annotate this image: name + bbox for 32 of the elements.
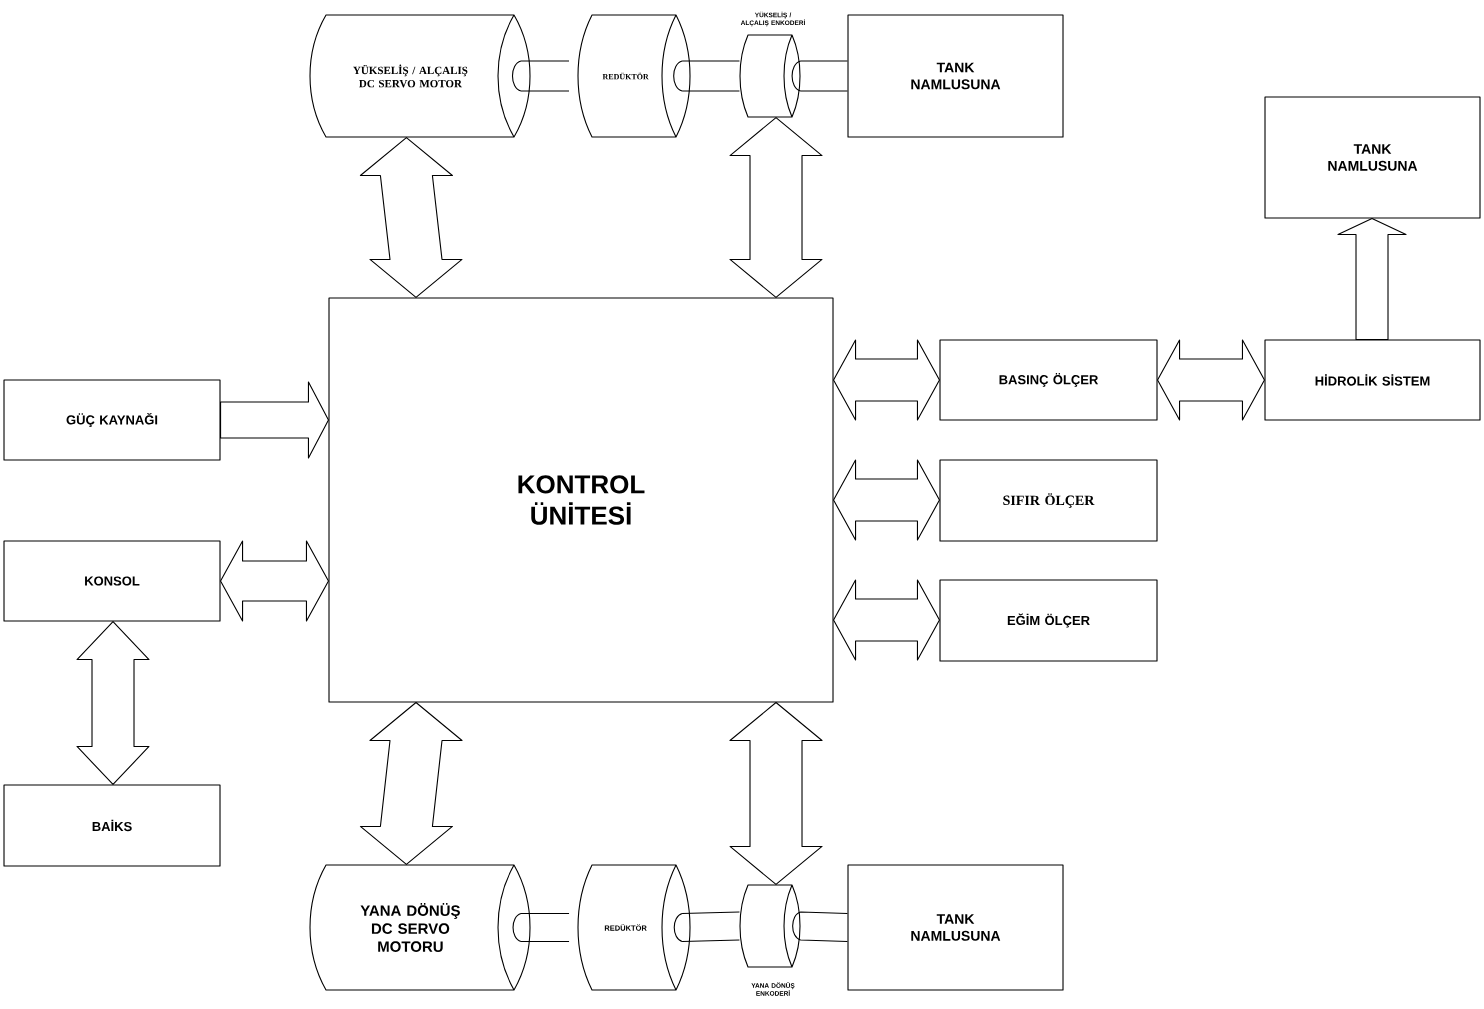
process-box: KONSOL <box>3 540 221 622</box>
process-box: EĞİM ÖLÇER <box>939 579 1158 662</box>
block-arrow <box>729 117 823 298</box>
block-arrow <box>76 621 150 785</box>
block-arrow <box>1157 339 1265 421</box>
block-arrow <box>359 702 463 865</box>
process-box: SIFIR ÖLÇER <box>939 459 1158 542</box>
block-arrow <box>220 381 329 459</box>
block-arrow <box>359 137 463 298</box>
block-arrow <box>1337 218 1407 340</box>
shaft <box>673 60 740 92</box>
shaft <box>512 912 570 943</box>
control-unit-box: KONTROL ÜNİTESİ <box>328 297 834 703</box>
block-arrow <box>833 459 940 541</box>
process-box: TANK NAMLUSUNA <box>847 14 1064 138</box>
motor-cylinder: YANA DÖNÜŞ DC SERVO MOTORU <box>309 864 531 991</box>
block-arrow <box>729 702 823 885</box>
shaft <box>511 60 570 92</box>
block-arrow <box>833 579 940 661</box>
block-arrow <box>220 540 329 622</box>
process-box: GÜÇ KAYNAĞI <box>3 379 221 461</box>
shaft <box>791 60 848 92</box>
process-box: TANK NAMLUSUNA <box>1264 96 1481 219</box>
motor-cylinder: YÜKSELİŞ / ALÇALIŞ DC SERVO MOTOR <box>309 14 531 138</box>
process-box: TANK NAMLUSUNA <box>847 864 1064 991</box>
shaft <box>792 911 848 943</box>
reducer-cylinder: REDÜKTÖR <box>577 14 691 138</box>
block-arrow <box>833 339 940 421</box>
process-box: BAİKS <box>3 784 221 867</box>
shaft <box>673 911 740 943</box>
process-box: BASINÇ ÖLÇER <box>939 339 1158 421</box>
process-box: HİDROLİK SİSTEM <box>1264 339 1481 421</box>
